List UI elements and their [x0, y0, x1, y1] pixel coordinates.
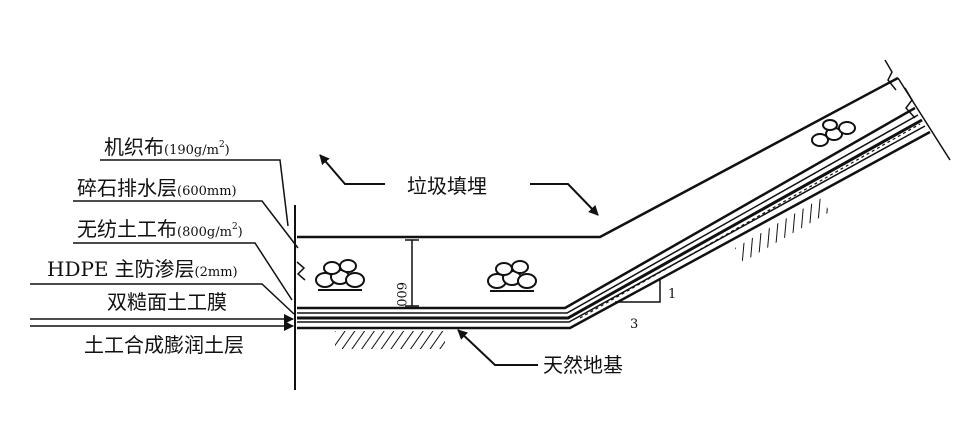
svg-text:双糙面土工膜: 双糙面土工膜 — [107, 290, 227, 314]
break-mark-top — [884, 59, 897, 91]
svg-text:碎石排水层(600mm): 碎石排水层(600mm) — [77, 176, 237, 200]
svg-text:土工合成膨润土层: 土工合成膨润土层 — [84, 333, 244, 357]
svg-text:无纺土工布(800g/m2): 无纺土工布(800g/m2) — [77, 217, 243, 241]
slope-ratio-vertical: 1 — [668, 287, 676, 302]
slope-dash-line — [579, 123, 921, 319]
label-double-texture: 双糙面土工膜 — [30, 290, 294, 324]
drainage-top-line — [297, 76, 899, 239]
waste-arrow-left — [319, 154, 385, 185]
label-nonwoven: 无纺土工布(800g/m2) — [73, 217, 293, 301]
liner-line-2 — [297, 114, 919, 314]
liner-line-3 — [297, 118, 923, 320]
waste-arrow-right — [530, 183, 599, 216]
break-mark-left — [296, 261, 306, 281]
label-gravel-drain: 碎石排水层(600mm) — [73, 176, 299, 249]
label-gcl: 土工合成膨润土层 — [30, 321, 294, 357]
thickness-label: 600 — [393, 282, 408, 307]
liner-line-5 — [297, 130, 931, 330]
ground-hatch-slope — [735, 198, 830, 262]
liner-line-4 — [297, 125, 926, 323]
slope-edge — [897, 77, 951, 161]
waste-fill-label: 垃圾填埋 — [407, 174, 487, 198]
gravel-symbol-2 — [487, 260, 537, 292]
gravel-symbol-1 — [315, 259, 365, 291]
slope-ratio-horizontal: 3 — [630, 317, 638, 332]
gravel-symbol-3 — [811, 119, 856, 147]
ground-hatch-flat — [335, 331, 445, 349]
liner-line-1 — [297, 106, 916, 310]
svg-text:机织布(190g/m2): 机织布(190g/m2) — [104, 135, 230, 159]
slope-triangle — [615, 280, 661, 303]
label-woven-fabric: 机织布(190g/m2) — [100, 135, 289, 227]
natural-base-label: 天然地基 — [543, 353, 623, 377]
natural-base-arrow — [457, 329, 538, 366]
